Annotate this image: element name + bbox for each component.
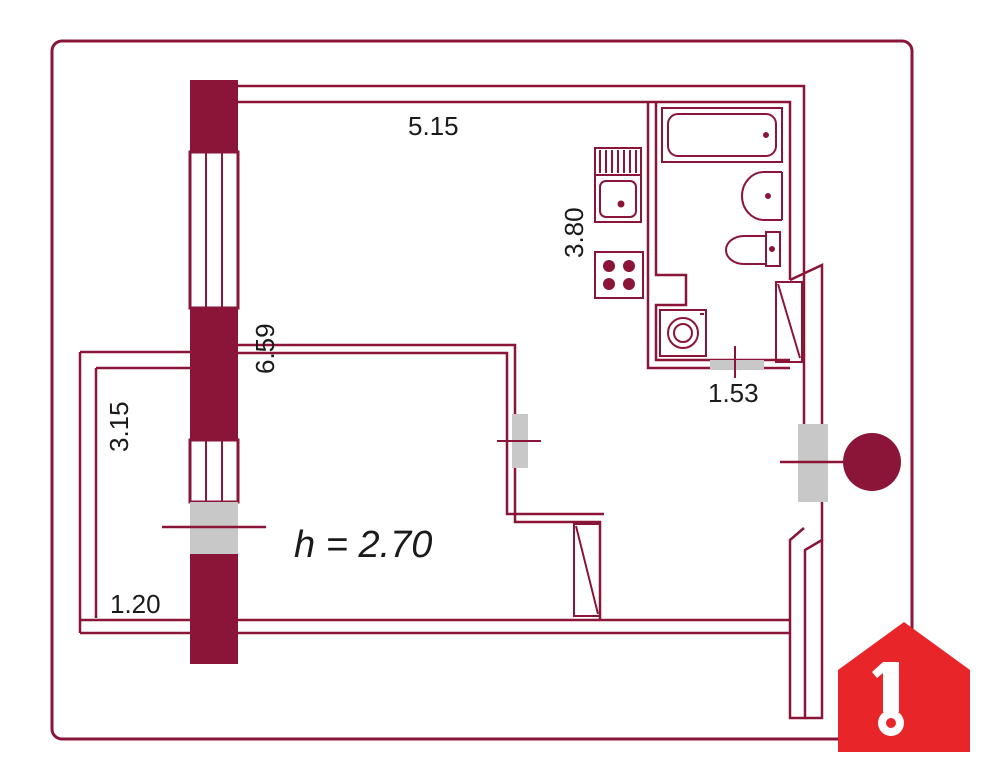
bathroom-door-leaf <box>775 281 803 363</box>
dimension-balcony-length: 3.15 <box>104 401 134 452</box>
washing-machine-icon <box>659 309 707 357</box>
wardrobe-door <box>573 523 601 617</box>
door-markers <box>162 346 901 552</box>
plan-frame <box>50 39 914 741</box>
bathtub-icon <box>661 107 783 163</box>
ceiling-height-label: h = 2.70 <box>294 524 432 566</box>
facade-wall <box>188 80 240 664</box>
dimension-kitchen-length: 3.80 <box>559 207 589 258</box>
washbasin-icon <box>741 171 783 221</box>
dimension-room-length: 6.59 <box>250 323 280 374</box>
stove-icon <box>594 251 644 299</box>
entrance-marker <box>843 433 901 491</box>
dimension-bathroom-width: 1.53 <box>708 378 759 408</box>
house-key-icon <box>838 622 970 752</box>
sink-icon <box>594 147 642 223</box>
toilet-icon <box>725 231 781 267</box>
dimension-balcony-width: 1.20 <box>110 589 161 619</box>
dimension-main-width: 5.15 <box>408 111 459 141</box>
